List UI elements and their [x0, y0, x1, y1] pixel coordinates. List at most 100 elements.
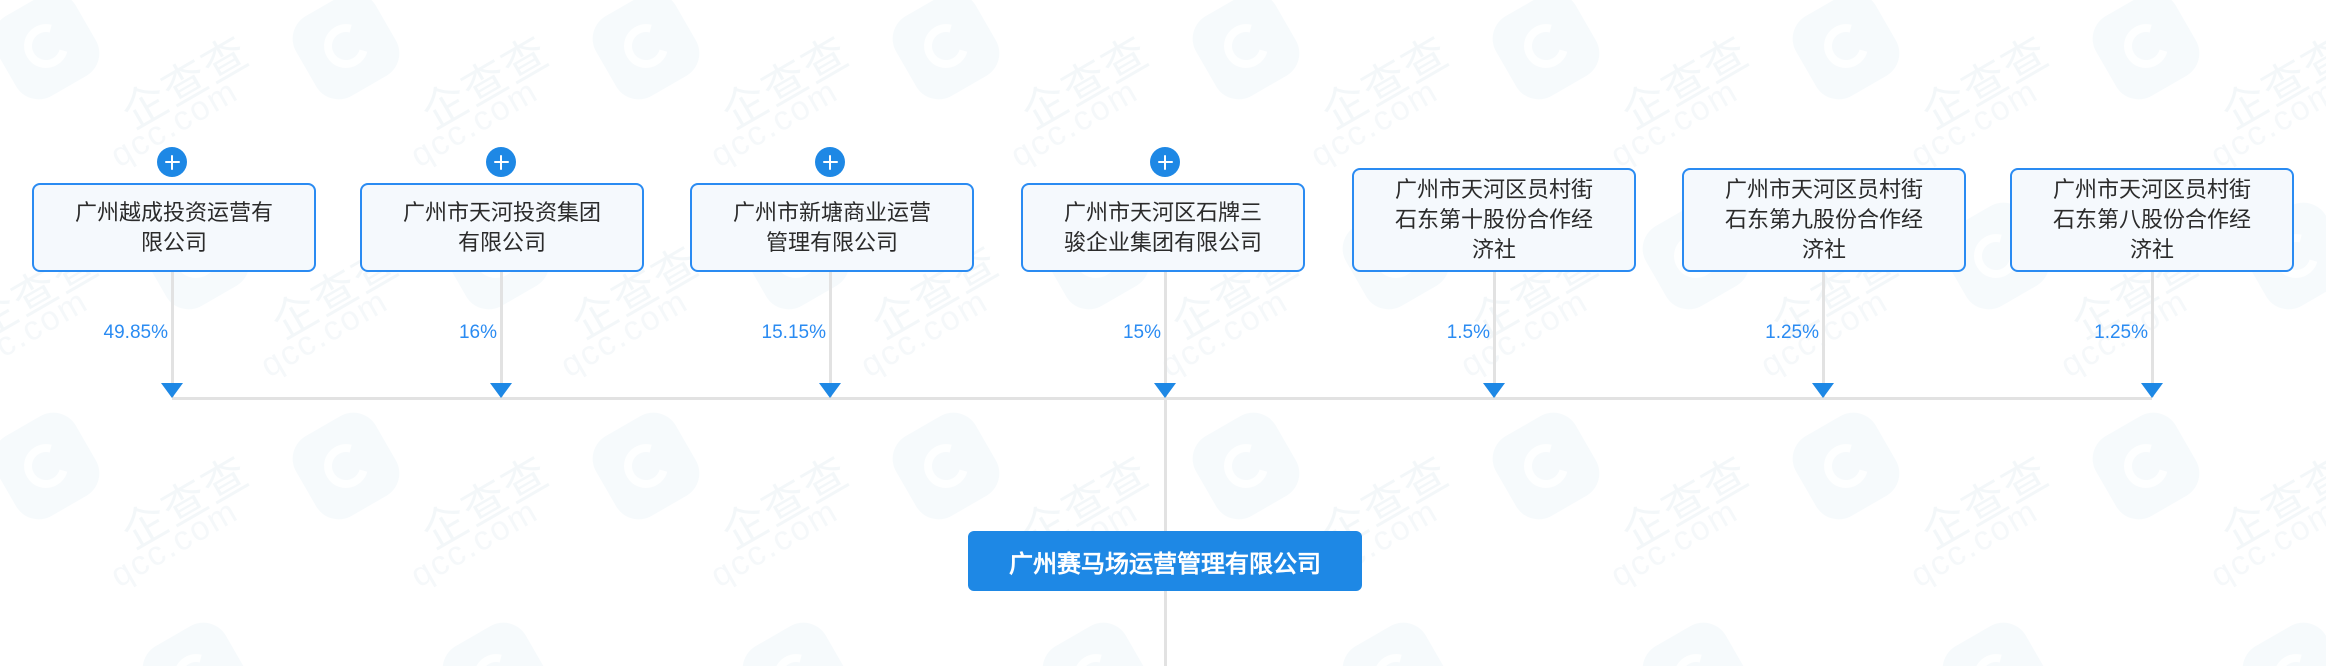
- shareholder-node-label: 广州市天河区员村街 石东第十股份合作经 济社: [1394, 177, 1593, 262]
- root-company-node[interactable]: 广州赛马场运营管理有限公司: [968, 531, 1362, 591]
- watermark-text-cn: 企查查: [1758, 647, 1910, 666]
- shareholder-node-7[interactable]: 广州市天河区员村街 石东第八股份合作经 济社: [2010, 168, 2294, 272]
- watermark-text-cn: 企查查: [1614, 447, 1759, 559]
- watermark-text-en: qcc.com: [0, 282, 95, 386]
- root-stem-connector: [1164, 397, 1167, 531]
- equity-percent-label-2: 16%: [458, 322, 497, 343]
- qcc-logo-watermark-icon: [1933, 613, 2059, 666]
- watermark-text-en: qcc.com: [2204, 492, 2326, 596]
- watermark-text-en: qcc.com: [1304, 72, 1445, 176]
- qcc-logo-watermark-icon: [433, 613, 559, 666]
- shareholder-drop-connector-3: [829, 272, 832, 397]
- equity-percent-label-4: 15%: [1122, 322, 1161, 343]
- shareholder-drop-connector-4: [1164, 272, 1167, 397]
- watermark-text-cn: 企查查: [258, 647, 410, 666]
- arrow-down-icon-5: [1483, 383, 1505, 398]
- shareholder-node-3[interactable]: 广州市新塘商业运营 管理有限公司: [690, 183, 974, 272]
- qcc-logo-watermark-icon: [1333, 613, 1459, 666]
- watermark-text-cn: 企查查: [2058, 647, 2210, 666]
- watermark-text-cn: 企查查: [714, 447, 859, 559]
- watermark-text-cn: 企查查: [1458, 647, 1610, 666]
- shareholder-node-6[interactable]: 广州市天河区员村街 石东第九股份合作经 济社: [1682, 168, 1966, 272]
- expand-node-button-3[interactable]: [815, 147, 845, 177]
- shareholder-node-label: 广州市天河区石牌三 骏企业集团有限公司: [1063, 199, 1262, 255]
- watermark-text-en: qcc.com: [1004, 72, 1145, 176]
- arrow-down-icon-6: [1812, 383, 1834, 398]
- arrow-down-icon-1: [161, 383, 183, 398]
- shareholder-node-label: 广州市天河投资集团 有限公司: [402, 199, 601, 255]
- qcc-logo-watermark-icon: [133, 613, 259, 666]
- qcc-logo-watermark-icon: [583, 403, 709, 529]
- watermark-text-en: qcc.com: [404, 72, 545, 176]
- plus-icon: [1150, 147, 1180, 177]
- watermark-text-en: qcc.com: [2204, 72, 2326, 176]
- qcc-logo-watermark-icon: [2083, 403, 2209, 529]
- arrow-down-icon-4: [1154, 383, 1176, 398]
- qcc-logo-watermark-icon: [1783, 0, 1909, 109]
- qcc-logo-watermark-icon: [1483, 403, 1609, 529]
- expand-node-button-2[interactable]: [486, 147, 516, 177]
- horizontal-bus-connector: [172, 397, 2152, 400]
- shareholder-node-1[interactable]: 广州越成投资运营有 限公司: [32, 183, 316, 272]
- shareholder-node-label: 广州越成投资运营有 限公司: [74, 199, 273, 255]
- shareholder-node-5[interactable]: 广州市天河区员村街 石东第十股份合作经 济社: [1352, 168, 1636, 272]
- qcc-logo-watermark-icon: [0, 0, 109, 109]
- watermark-text-cn: 企查查: [114, 27, 259, 139]
- equity-percent-label-6: 1.25%: [1765, 322, 1819, 343]
- watermark-text-en: qcc.com: [554, 282, 695, 386]
- watermark-text-cn: 企查查: [1614, 27, 1759, 139]
- shareholder-node-4[interactable]: 广州市天河区石牌三 骏企业集团有限公司: [1021, 183, 1305, 272]
- shareholder-drop-connector-1: [171, 272, 174, 397]
- watermark-text-cn: 企查查: [114, 447, 259, 559]
- qcc-logo-watermark-icon: [883, 0, 1009, 109]
- watermark-text-cn: 企查查: [858, 647, 1010, 666]
- shareholder-node-label: 广州市天河区员村街 石东第八股份合作经 济社: [2052, 177, 2251, 262]
- watermark-text-en: qcc.com: [854, 282, 995, 386]
- shareholder-node-label: 广州市天河区员村街 石东第九股份合作经 济社: [1724, 177, 1923, 262]
- watermark-text-en: qcc.com: [1604, 72, 1745, 176]
- watermark-text-cn: 企查查: [714, 27, 859, 139]
- qcc-logo-watermark-icon: [1183, 0, 1309, 109]
- watermark-text-cn: 企查查: [1158, 647, 1310, 666]
- watermark-text-cn: 企查查: [2214, 447, 2326, 559]
- qcc-logo-watermark-icon: [1483, 0, 1609, 109]
- qcc-logo-watermark-icon: [883, 403, 1009, 529]
- arrow-down-icon-3: [819, 383, 841, 398]
- watermark-text-cn: 企查查: [1914, 447, 2059, 559]
- plus-icon: [815, 147, 845, 177]
- root-company-label: 广州赛马场运营管理有限公司: [1009, 550, 1321, 578]
- watermark-text-en: qcc.com: [1604, 492, 1745, 596]
- plus-icon: [157, 147, 187, 177]
- watermark-text-cn: 企查查: [0, 647, 110, 666]
- qcc-logo-watermark-icon: [1033, 613, 1159, 666]
- watermark-text-cn: 企查查: [414, 447, 559, 559]
- shareholder-node-label: 广州市新塘商业运营 管理有限公司: [732, 199, 931, 255]
- shareholder-drop-connector-2: [500, 272, 503, 397]
- qcc-logo-watermark-icon: [1183, 403, 1309, 529]
- qcc-logo-watermark-icon: [2233, 613, 2326, 666]
- equity-percent-label-3: 15.15%: [761, 322, 826, 343]
- qcc-logo-watermark-icon: [2083, 0, 2209, 109]
- qcc-logo-watermark-icon: [1633, 613, 1759, 666]
- watermark-text-en: qcc.com: [1154, 282, 1295, 386]
- watermark-text-en: qcc.com: [254, 282, 395, 386]
- qcc-logo-watermark-icon: [0, 403, 109, 529]
- qcc-logo-watermark-icon: [733, 613, 859, 666]
- arrow-down-icon-2: [490, 383, 512, 398]
- equity-percent-label-5: 1.5%: [1446, 322, 1490, 343]
- shareholder-drop-connector-5: [1493, 272, 1496, 397]
- equity-percent-label-7: 1.25%: [2094, 322, 2148, 343]
- watermark-text-en: qcc.com: [404, 492, 545, 596]
- shareholder-drop-connector-6: [1822, 272, 1825, 397]
- watermark-text-cn: 企查查: [1014, 27, 1159, 139]
- shareholder-drop-connector-7: [2151, 272, 2154, 397]
- watermark-text-en: qcc.com: [1904, 492, 2045, 596]
- watermark-text-cn: 企查查: [414, 27, 559, 139]
- expand-node-button-1[interactable]: [157, 147, 187, 177]
- watermark-text-cn: 企查查: [558, 647, 710, 666]
- equity-percent-label-1: 49.85%: [103, 322, 168, 343]
- shareholder-node-2[interactable]: 广州市天河投资集团 有限公司: [360, 183, 644, 272]
- arrow-down-icon-7: [2141, 383, 2163, 398]
- expand-node-button-4[interactable]: [1150, 147, 1180, 177]
